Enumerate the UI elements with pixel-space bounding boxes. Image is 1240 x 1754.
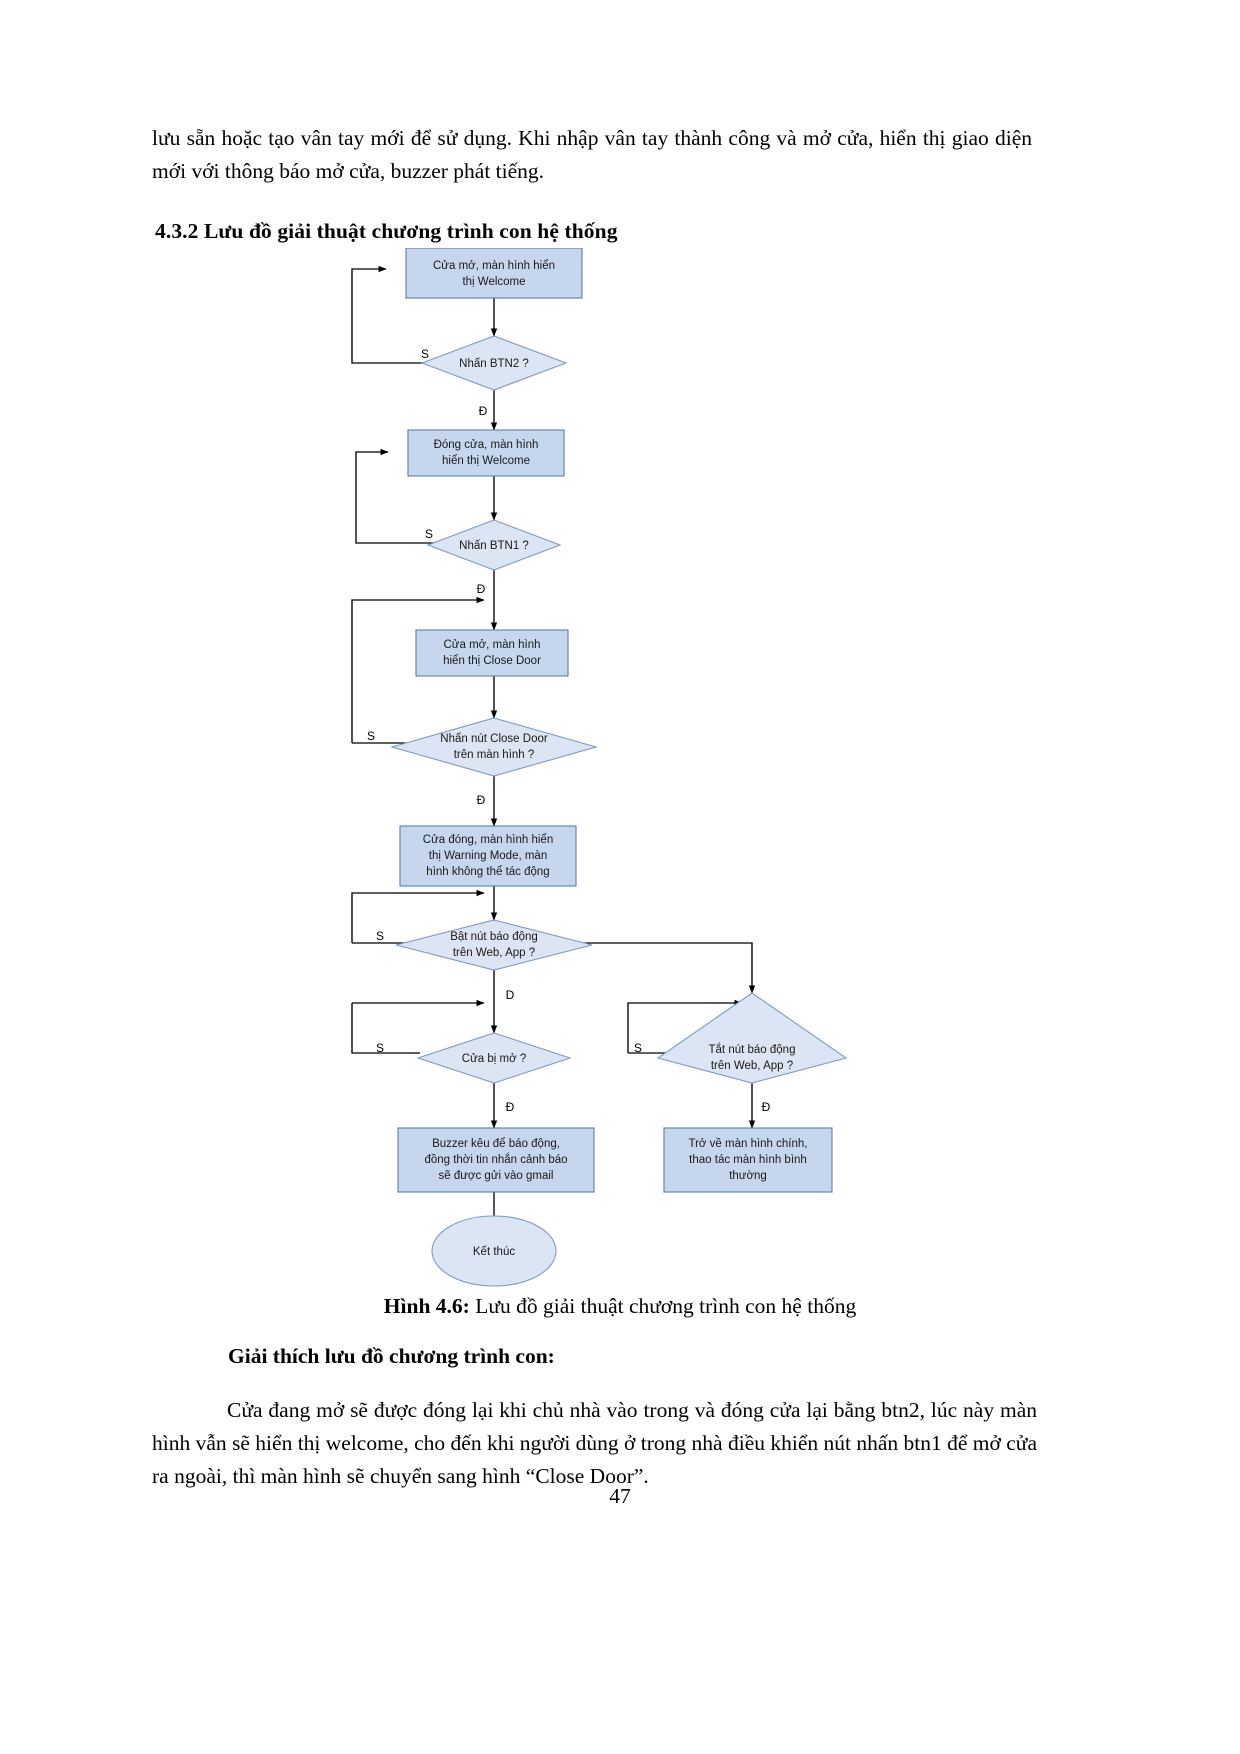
section-heading: 4.3.2 Lưu đồ giải thuật chương trình con… [155,219,618,243]
flow-node-d2: Nhấn BTN1 ? [426,519,562,571]
flow-node-n4: Cửa đóng, màn hình hiển thị Warning Mode… [399,825,577,887]
edge-d4-no-loop [351,889,485,943]
svg-text:thường: thường [729,1170,767,1182]
edge-d2-no-loop [355,448,434,544]
svg-text:trên màn hình ?: trên màn hình ? [454,749,535,761]
edge-label-d3-yes: Đ [477,793,486,807]
flow-node-n2: Đóng cửa, màn hình hiển thị Welcome [407,429,565,477]
flow-node-n5: Buzzer kêu để báo động, đồng thời tin nh… [397,1127,595,1193]
edge-label-d2-no: S [425,527,433,541]
svg-text:hình không thể tác động: hình không thể tác động [426,866,549,878]
svg-text:Đóng cửa, màn hình: Đóng cửa, màn hình [434,439,539,451]
svg-text:hiển thị Close Door: hiển thị Close Door [443,655,541,667]
edge-label-d1-yes: Đ [479,404,488,418]
svg-text:Trở về màn hình chính,: Trở về màn hình chính, [689,1138,808,1150]
svg-text:trên Web, App ?: trên Web, App ? [711,1060,793,1072]
edge-label-d4-no: S [376,929,384,943]
svg-text:Cửa mở, màn hình: Cửa mở, màn hình [443,639,540,651]
bottom-paragraph: Cửa đang mở sẽ được đóng lại khi chủ nhà… [152,1394,1037,1493]
edge-label-d6-yes: Đ [762,1100,771,1114]
figure-caption-text: Lưu đồ giải thuật chương trình con hệ th… [469,1294,857,1318]
figure-caption: Hình 4.6: Lưu đồ giải thuật chương trình… [0,1294,1240,1319]
svg-text:thị Welcome: thị Welcome [462,276,525,288]
page-number: 47 [609,1484,631,1508]
svg-text:Bật nút báo động: Bật nút báo động [450,931,538,943]
svg-text:Tắt nút báo động: Tắt nút báo động [709,1043,796,1056]
edge-d4-d6 [568,942,756,994]
svg-text:Nhấn BTN2 ?: Nhấn BTN2 ? [459,358,529,370]
svg-text:Cửa mở, màn hình hiển: Cửa mở, màn hình hiển [433,260,555,272]
bottom-paragraph-text: Cửa đang mở sẽ được đóng lại khi chủ nhà… [152,1397,1037,1488]
svg-text:sẽ được gửi vào gmail: sẽ được gửi vào gmail [439,1170,554,1182]
flow-node-d1: Nhấn BTN2 ? [420,335,568,391]
svg-text:Cửa bị mở ?: Cửa bị mở ? [462,1053,526,1065]
svg-text:Nhấn BTN1 ?: Nhấn BTN1 ? [459,540,529,552]
flow-node-d5: Cửa bị mở ? [416,1032,572,1084]
explanation-heading: Giải thích lưu đồ chương trình con: [228,1344,555,1368]
edge-label-d6-no: S [634,1041,642,1055]
edge-label-d5-yes: Đ [506,1100,515,1114]
edge-d6-no-loop [627,999,743,1053]
svg-text:đồng thời tin nhắn cảnh báo: đồng thời tin nhắn cảnh báo [424,1153,567,1166]
flow-node-n1: Cửa mở, màn hình hiển thị Welcome [405,248,583,299]
flowchart-figure: Cửa mở, màn hình hiển thị Welcome Nhấn B… [0,248,1240,1288]
figure-caption-label: Hình 4.6: [383,1294,470,1318]
svg-text:hiển thị Welcome: hiển thị Welcome [442,455,530,467]
flow-node-d4: Bật nút báo động trên Web, App ? [395,919,593,971]
svg-text:Nhấn nút Close Door: Nhấn nút Close Door [440,733,548,745]
svg-text:Buzzer kêu để báo động,: Buzzer kêu để báo động, [432,1138,560,1150]
edge-d3-no-loop [351,596,485,743]
edge-label-d1-no: S [421,347,429,361]
svg-text:thao tác màn hình bình: thao tác màn hình bình [689,1154,807,1166]
edge-label-d2-yes: Đ [477,582,486,596]
svg-text:Cửa đóng, màn hình hiển: Cửa đóng, màn hình hiển [423,834,553,846]
flow-node-d6: Tắt nút báo động trên Web, App ? [656,992,848,1084]
edge-d5-no-loop [351,1003,420,1054]
svg-text:thị Warning Mode, màn: thị Warning Mode, màn [429,850,547,862]
top-paragraph: lưu sẵn hoặc tạo vân tay mới để sử dụng.… [152,125,1032,183]
edge-label-d5-no: S [376,1041,384,1055]
edge-label-d3-no: S [367,729,375,743]
flow-node-n6: Trở về màn hình chính, thao tác màn hình… [663,1127,833,1193]
svg-text:Kết thúc: Kết thúc [473,1246,515,1258]
svg-text:trên Web, App ?: trên Web, App ? [453,947,535,959]
flow-node-end: Kết thúc [431,1215,557,1287]
flow-node-d3: Nhấn nút Close Door trên màn hình ? [389,717,599,777]
edge-label-d4-yes: D [506,988,515,1002]
flow-node-n3: Cửa mở, màn hình hiển thị Close Door [415,629,569,677]
edge-d1-no-loop [351,265,434,364]
